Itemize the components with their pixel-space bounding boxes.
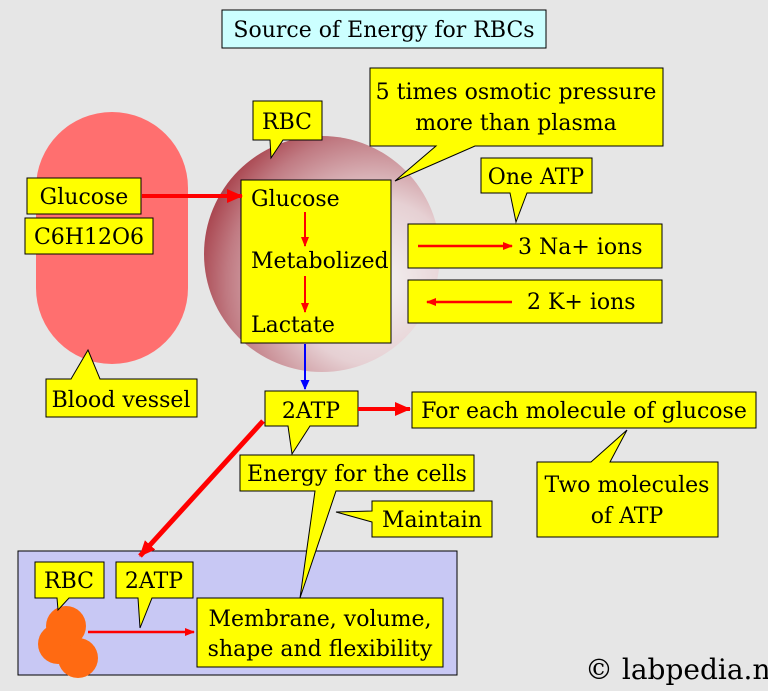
energy-label: Energy for the cells [247,462,467,487]
two-atp-bottom-callout [115,561,194,629]
two-atp-main-label: 2ATP [282,399,340,424]
glucose-outside-label: Glucose [40,185,129,210]
arrow-atp-to-lower-panel [138,419,265,558]
k-ions-label: 2 K+ ions [527,290,636,315]
for-each-glucose-box [411,391,757,429]
one-atp-label: One ATP [488,165,585,190]
two-atp-bottom-label: 2ATP [125,569,183,594]
glucose-inside-label: Glucose [251,187,340,212]
metabolized-label: Metabolized [251,249,389,274]
osmotic-line2: more than plasma [415,111,616,136]
diagram-title: Source of Energy for RBCs [233,18,534,43]
rbc-cluster-top [46,606,86,646]
rbc-bottom-callout [34,561,105,612]
maintain-callout [335,500,493,538]
title-box [221,9,547,49]
blood-vessel-callout [45,348,198,418]
lactate-label: Lactate [251,313,335,338]
membrane-line2: shape and flexibility [208,637,433,662]
two-atp-main-callout [264,390,359,456]
maintain-label: Maintain [382,508,482,533]
metabolism-box [240,179,392,344]
membrane-box [196,597,444,668]
rbc-callout-label: RBC [262,110,312,135]
rbc-bottom-label: RBC [44,569,94,594]
blood-vessel-label: Blood vessel [52,388,191,413]
membrane-line1: Membrane, volume, [208,607,431,632]
two-molecules-callout [536,429,719,538]
rbc-cluster-right [58,638,98,678]
osmotic-callout [369,67,664,182]
rbc-callout [252,100,323,160]
glucose-outside-box [26,177,142,215]
one-atp-callout [480,157,593,224]
formula-box [24,217,154,255]
watermark: © labpedia.net [585,653,768,686]
two-molecules-line1: Two molecules [545,473,710,498]
for-each-glucose-label: For each molecule of glucose [421,399,747,424]
na-ions-label: 3 Na+ ions [518,235,643,260]
osmotic-line1: 5 times osmotic pressure [376,80,657,105]
two-molecules-line2: of ATP [591,504,664,529]
energy-callout [239,454,475,599]
formula-label: C6H12O6 [34,225,144,250]
